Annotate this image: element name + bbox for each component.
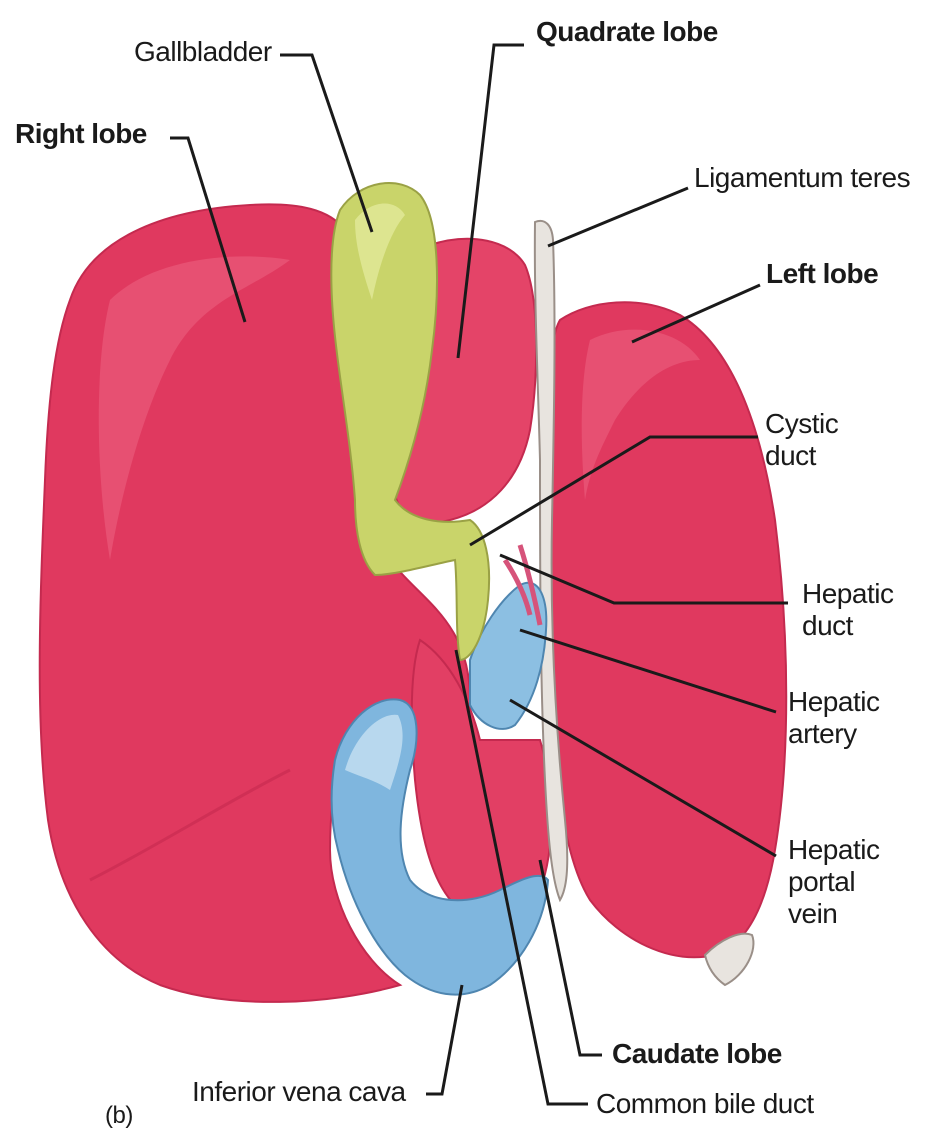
label-hepatic-portal-vein-line3: vein — [788, 898, 879, 930]
label-hepatic-portal-vein: Hepatic portal vein — [788, 834, 879, 930]
label-hepatic-artery-line1: Hepatic — [788, 686, 879, 718]
label-caudate-lobe: Caudate lobe — [612, 1038, 782, 1070]
label-ligamentum-teres: Ligamentum teres — [694, 162, 910, 194]
label-hepatic-portal-vein-line1: Hepatic — [788, 834, 879, 866]
label-right-lobe: Right lobe — [15, 118, 147, 150]
label-cystic-duct-line2: duct — [765, 440, 838, 472]
label-hepatic-artery: Hepatic artery — [788, 686, 879, 750]
label-hepatic-duct-line1: Hepatic — [802, 578, 893, 610]
panel-letter: (b) — [105, 1100, 133, 1132]
label-common-bile-duct: Common bile duct — [596, 1088, 814, 1120]
label-cystic-duct: Cystic duct — [765, 408, 838, 472]
label-cystic-duct-line1: Cystic — [765, 408, 838, 440]
label-hepatic-portal-vein-line2: portal — [788, 866, 879, 898]
label-hepatic-duct-line2: duct — [802, 610, 893, 642]
label-left-lobe: Left lobe — [766, 258, 878, 290]
ligamentum-teres-leader — [548, 188, 688, 246]
label-hepatic-duct: Hepatic duct — [802, 578, 893, 642]
label-hepatic-artery-line2: artery — [788, 718, 879, 750]
label-quadrate-lobe: Quadrate lobe — [536, 16, 718, 48]
label-inferior-vena-cava: Inferior vena cava — [192, 1076, 406, 1108]
ivc-leader — [426, 985, 462, 1094]
label-gallbladder: Gallbladder — [134, 36, 272, 68]
